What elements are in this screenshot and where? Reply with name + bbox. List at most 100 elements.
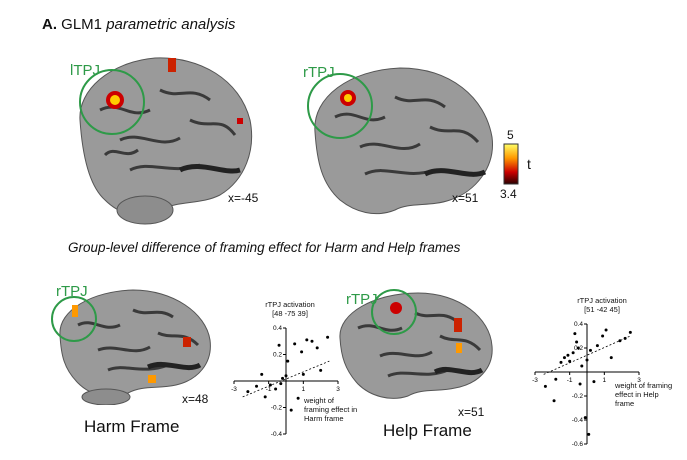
lateral-sulcus	[146, 361, 202, 371]
data-point	[305, 338, 309, 342]
x-tick-label: -1	[266, 386, 272, 393]
data-point	[263, 395, 267, 399]
data-point	[609, 356, 613, 360]
slice-coordinate: x=48	[182, 392, 209, 406]
data-point	[568, 359, 572, 363]
x-tick-label: 3	[637, 377, 641, 384]
data-point	[301, 372, 305, 376]
roi-label: rTPJ	[346, 291, 378, 308]
panel-title: A. GLM1 parametric analysis	[42, 16, 235, 33]
scatter-xlabel: weight of framing effect in Help frame	[615, 381, 673, 408]
cortex-surface	[79, 57, 253, 216]
data-point	[310, 339, 314, 343]
scatter-title-text: rTPJ activation	[265, 300, 315, 309]
activation-blob	[237, 118, 243, 124]
data-point	[277, 343, 281, 347]
frame-label: Help Frame	[383, 421, 472, 440]
roi-circle	[371, 289, 417, 335]
scatter-coords: [48 -75 39]	[272, 309, 308, 318]
cerebellum	[81, 388, 131, 405]
data-point	[293, 342, 297, 346]
x-tick-label: -3	[231, 386, 237, 393]
data-point	[552, 399, 556, 403]
brain-slice-help	[339, 289, 493, 399]
data-point	[580, 364, 584, 368]
activation-blob	[72, 305, 78, 317]
y-tick-label: 0.4	[574, 321, 583, 328]
y-tick-label: -0.4	[271, 431, 283, 438]
y-tick-label: 0.2	[273, 352, 282, 359]
scatter-xlabel: weight of framing effect in Harm frame	[304, 396, 358, 423]
activation-blob	[454, 318, 462, 332]
data-point	[592, 380, 596, 384]
activation-blob	[148, 375, 156, 383]
data-point	[575, 340, 579, 344]
activation-blob	[168, 58, 176, 72]
data-point	[543, 384, 547, 388]
colorbar-min: 3.4	[500, 187, 517, 201]
y-tick-label: -0.2	[271, 405, 283, 412]
data-point	[284, 374, 288, 378]
data-point	[279, 382, 283, 386]
cortex-surface	[314, 67, 493, 215]
scatter-title-text: rTPJ activation	[577, 296, 627, 305]
data-point	[255, 384, 259, 388]
y-tick-label: -0.2	[572, 393, 584, 400]
activation-peak	[110, 95, 120, 105]
panel-analysis: parametric analysis	[106, 16, 236, 33]
data-point	[585, 358, 589, 362]
data-point	[296, 396, 300, 400]
data-point	[595, 344, 599, 348]
y-tick-label: 0.4	[273, 325, 282, 332]
y-tick-label: -0.4	[572, 417, 584, 424]
data-point	[588, 348, 592, 352]
data-point	[300, 350, 304, 354]
data-point	[260, 372, 264, 376]
scatter-plot-harm: -3 -1 1 3 0.4 0.2 -0.2 -0.4	[231, 325, 340, 438]
panel-letter: A.	[42, 16, 57, 33]
data-point	[319, 368, 323, 372]
scatter-coords: [51 -42 45]	[584, 305, 620, 314]
slice-coordinate: x=-45	[228, 191, 259, 205]
colorbar-max: 5	[507, 128, 514, 142]
lateral-sulcus	[433, 366, 484, 376]
section-subtitle: Group-level difference of framing effect…	[68, 240, 461, 255]
data-point	[576, 346, 580, 350]
data-point	[559, 360, 563, 364]
x-tick-label: 1	[603, 377, 607, 384]
data-point	[573, 332, 577, 336]
activation-blob	[183, 337, 191, 347]
data-point	[601, 334, 605, 338]
frame-label: Harm Frame	[84, 417, 180, 436]
data-point	[289, 408, 293, 412]
scatter-title: rTPJ activation [48 -75 39]	[240, 300, 340, 318]
colorbar-label: t	[527, 156, 531, 172]
roi-label: rTPJ	[56, 283, 88, 300]
data-point	[587, 432, 591, 436]
roi-label: lTPJ	[70, 62, 100, 79]
x-tick-label: 1	[302, 386, 306, 393]
data-point	[286, 359, 290, 363]
data-point	[604, 328, 608, 332]
roi-circle	[307, 73, 373, 139]
panel-prefix: GLM1	[61, 16, 103, 33]
activation-blob	[390, 302, 402, 314]
data-point	[268, 383, 272, 387]
data-point	[274, 387, 278, 391]
data-point	[623, 336, 627, 340]
activation-blob	[456, 343, 462, 353]
cerebellum	[116, 195, 174, 225]
sulci	[99, 88, 237, 172]
roi-circle	[51, 296, 97, 342]
scatter-title: rTPJ activation [51 -42 45]	[552, 296, 652, 314]
x-tick-label: -3	[532, 377, 538, 384]
brain-slice-left-hemisphere	[79, 57, 253, 225]
data-point	[578, 382, 582, 386]
data-point	[571, 351, 575, 355]
data-point	[315, 346, 319, 350]
lateral-sulcus	[423, 168, 487, 177]
x-tick-label: 3	[336, 386, 340, 393]
y-tick-label: -0.6	[572, 441, 584, 448]
x-tick-label: -1	[567, 377, 573, 384]
